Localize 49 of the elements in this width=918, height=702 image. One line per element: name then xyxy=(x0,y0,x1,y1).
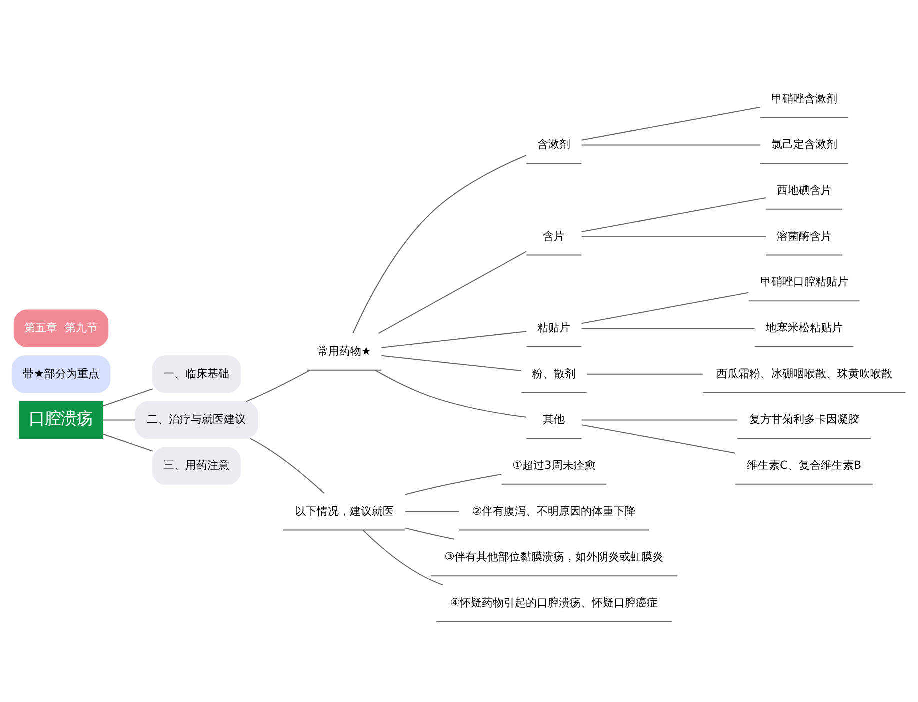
connector xyxy=(582,419,738,420)
node-box: 二、治疗与就医建议 xyxy=(135,400,258,439)
node-text: 西地碘含片 xyxy=(776,183,832,196)
connector xyxy=(405,527,454,540)
connector xyxy=(246,370,310,402)
node-box: 第五章 第九节 xyxy=(14,309,109,347)
node-text: 维生素C、复合维生素B xyxy=(747,458,862,472)
node-text: 溶菌酶含片 xyxy=(776,229,832,242)
node-text: 氯己定含漱剂 xyxy=(771,138,838,151)
node-text: 甲硝唑口腔粘贴片 xyxy=(760,275,848,288)
node-text: 粘贴片 xyxy=(538,320,571,334)
connector xyxy=(582,292,749,324)
node-text: 粉、散剂 xyxy=(532,366,576,380)
node-text: 地塞米松粘贴片 xyxy=(766,320,843,334)
node-text: 以下情况，建议就医 xyxy=(294,504,394,518)
connector xyxy=(587,373,703,374)
connector xyxy=(582,236,766,237)
connector xyxy=(582,196,766,232)
node-box: 三、用药注意 xyxy=(152,446,242,484)
connector xyxy=(582,106,760,140)
connector xyxy=(102,433,154,452)
connector xyxy=(352,154,527,334)
node-box: 一、临床基础 xyxy=(152,355,242,393)
connector xyxy=(582,328,755,329)
node-text: 含漱剂 xyxy=(538,138,571,151)
connector xyxy=(103,419,136,420)
connector xyxy=(378,250,527,334)
connector xyxy=(382,330,527,348)
node-text: 含片 xyxy=(543,229,566,242)
connector xyxy=(362,529,444,586)
connector xyxy=(375,370,526,418)
node-box: 带★部分为重点 xyxy=(12,355,111,393)
node-text: ④怀疑药物引起的口腔溃疡、怀疑口腔癌症 xyxy=(450,596,658,609)
node-text: ②伴有腹泻、不明原因的体重下降 xyxy=(472,504,636,518)
connector xyxy=(382,354,522,371)
connector xyxy=(582,424,736,454)
node-text: 西瓜霜粉、冰硼咽喉散、珠黄吹喉散 xyxy=(716,366,892,380)
connector xyxy=(406,510,460,512)
node-box: 口腔溃疡 xyxy=(18,400,104,439)
node-text: 常用药物★ xyxy=(317,344,372,358)
node-text: 其他 xyxy=(543,412,566,426)
connector xyxy=(250,438,325,494)
node-text: ①超过3周未痊愈 xyxy=(512,458,596,472)
node-text: ③伴有其他部位黏膜溃疡，如外阴炎或虹膜炎 xyxy=(444,550,664,564)
connector xyxy=(582,144,760,146)
node-text: 复方甘菊利多卡因凝胶 xyxy=(749,412,860,426)
connector xyxy=(405,474,502,495)
connector xyxy=(102,388,154,406)
node-text: 甲硝唑含漱剂 xyxy=(771,92,838,105)
